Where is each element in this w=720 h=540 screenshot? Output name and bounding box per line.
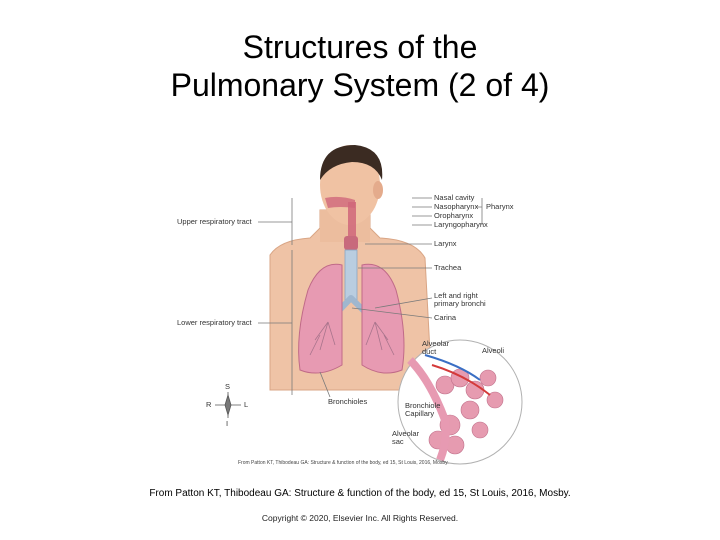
nasal-cavity-label: Nasal cavity bbox=[434, 194, 474, 202]
title-line-2: Pulmonary System (2 of 4) bbox=[0, 66, 720, 104]
alveolar-sac-label: Alveolar sac bbox=[392, 430, 420, 446]
compass-inferior: I bbox=[226, 420, 228, 428]
nasopharynx-label: Nasopharynx bbox=[434, 203, 478, 211]
lower-respiratory-tract-label: Lower respiratory tract bbox=[177, 319, 252, 327]
primary-bronchi-label: Left and right primary bronchi bbox=[434, 292, 504, 308]
carina-label: Carina bbox=[434, 314, 456, 322]
title-line-1: Structures of the bbox=[0, 28, 720, 66]
compass-superior: S bbox=[225, 383, 230, 391]
trachea bbox=[345, 250, 357, 300]
alveolar-duct-label: Alveolar duct bbox=[422, 340, 448, 356]
bronchiole-capillary-label: Bronchiole Capillary bbox=[405, 402, 439, 418]
figure-source-credit: From Patton KT, Thibodeau GA: Structure … bbox=[238, 460, 449, 466]
larynx-label: Larynx bbox=[434, 240, 457, 248]
slide-caption: From Patton KT, Thibodeau GA: Structure … bbox=[0, 488, 720, 499]
oropharynx-label: Oropharynx bbox=[434, 212, 473, 220]
compass-left: L bbox=[244, 401, 248, 409]
pulmonary-illustration: Upper respiratory tract Lower respirator… bbox=[170, 140, 550, 475]
pharynx-label: Pharynx bbox=[486, 203, 514, 211]
upper-respiratory-tract-label: Upper respiratory tract bbox=[177, 218, 252, 226]
pharynx-tube bbox=[348, 202, 356, 238]
copyright-notice: Copyright © 2020, Elsevier Inc. All Righ… bbox=[0, 513, 720, 523]
larynx bbox=[344, 236, 358, 250]
trachea-label: Trachea bbox=[434, 264, 461, 272]
slide-title: Structures of the Pulmonary System (2 of… bbox=[0, 28, 720, 104]
compass bbox=[215, 392, 241, 418]
alveoli-label: Alveoli bbox=[482, 347, 504, 355]
compass-right: R bbox=[206, 401, 211, 409]
bronchioles-label: Bronchioles bbox=[328, 398, 367, 406]
laryngopharynx-label: Laryngopharynx bbox=[434, 221, 488, 229]
ear bbox=[373, 181, 383, 199]
